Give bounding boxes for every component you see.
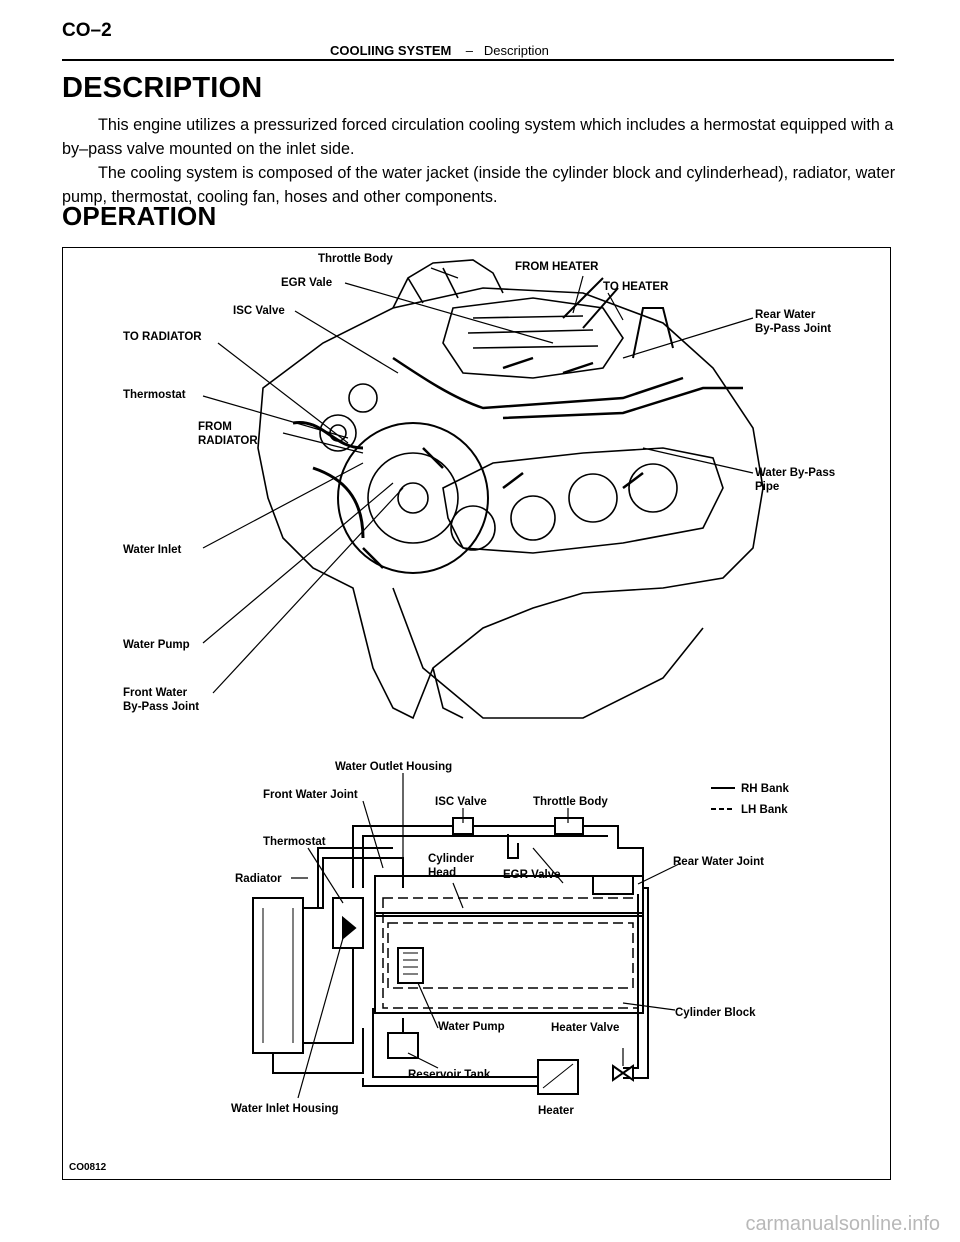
label-radiator: Radiator [235,873,282,885]
engine-leaders [202,267,754,694]
label-schematic-throttle-body: Throttle Body [533,796,608,808]
label-cylinder-block: Cylinder Block [675,1007,756,1019]
label-thermostat: Thermostat [123,389,186,401]
label-heater-valve: Heater Valve [551,1022,619,1034]
running-header: COOLIING SYSTEM – Description [330,43,549,58]
schematic-labels: Water Outlet Housing Front Water Joint I… [231,761,764,1117]
cooling-schematic [252,817,649,1095]
label-front-water-joint: Front Water Joint [263,789,358,801]
label-to-heater: TO HEATER [603,281,669,293]
description-paragraph-1: This engine utilizes a pressurized force… [62,113,902,161]
label-bypass-pipe-1: Water By-Pass [755,467,835,479]
label-isc-valve: ISC Valve [233,305,285,317]
schematic-leaders [291,773,682,1099]
label-water-inlet: Water Inlet [123,544,182,556]
label-rear-water-1: Rear Water [755,309,816,321]
header-subsection: Description [483,43,549,58]
label-schematic-water-pump: Water Pump [438,1021,505,1033]
label-throttle-body: Throttle Body [318,253,393,265]
header-rule [62,59,894,61]
operation-title: OPERATION [62,201,217,231]
header-section: COOLIING SYSTEM [330,43,452,58]
cooling-system-figure: Throttle Body EGR Vale ISC Valve TO RADI… [62,247,891,1180]
label-water-outlet-housing: Water Outlet Housing [335,761,452,773]
label-from-radiator-2: RADIATOR [198,435,258,447]
description-paragraph-2: The cooling system is composed of the wa… [62,161,902,209]
label-schematic-isc-valve: ISC Valve [435,796,487,808]
radiator-shape [252,897,304,1054]
figure-id: CO0812 [69,1162,107,1173]
label-cylinder-head-2: Head [428,867,456,879]
label-to-radiator: TO RADIATOR [123,331,202,343]
label-water-pump: Water Pump [123,639,190,651]
label-front-water-1: Front Water [123,687,188,699]
label-cylinder-head-1: Cylinder [428,853,475,865]
header-separator: – [465,43,474,58]
engine-labels: Throttle Body EGR Vale ISC Valve TO RADI… [123,253,835,713]
description-title: DESCRIPTION [62,72,263,104]
watermark: carmanualsonline.info [745,1213,940,1235]
label-bypass-pipe-2: Pipe [755,481,779,493]
label-from-radiator-1: FROM [198,421,232,433]
label-rear-water-2: By-Pass Joint [755,323,831,335]
legend: RH Bank LH Bank [711,783,790,816]
label-rear-water-joint: Rear Water Joint [673,856,764,868]
paragraph-1-text: This engine utilizes a pressurized force… [62,116,894,158]
label-water-inlet-housing: Water Inlet Housing [231,1103,339,1115]
label-egr-vale: EGR Vale [281,277,332,289]
label-front-water-2: By-Pass Joint [123,701,199,713]
label-egr-valve: EGR Valve [503,869,561,881]
label-from-heater: FROM HEATER [515,261,599,273]
figure-drawing: Throttle Body EGR Vale ISC Valve TO RADI… [123,253,835,1117]
legend-lh-label: LH Bank [741,804,788,816]
label-reservoir-tank: Reservoir Tank [408,1069,491,1081]
engine-illustration [257,259,764,720]
legend-rh-label: RH Bank [741,783,790,795]
label-heater: Heater [538,1105,574,1117]
page-code: CO–2 [62,20,112,41]
paragraph-2-text: The cooling system is composed of the wa… [62,164,896,206]
label-schematic-thermostat: Thermostat [263,836,326,848]
